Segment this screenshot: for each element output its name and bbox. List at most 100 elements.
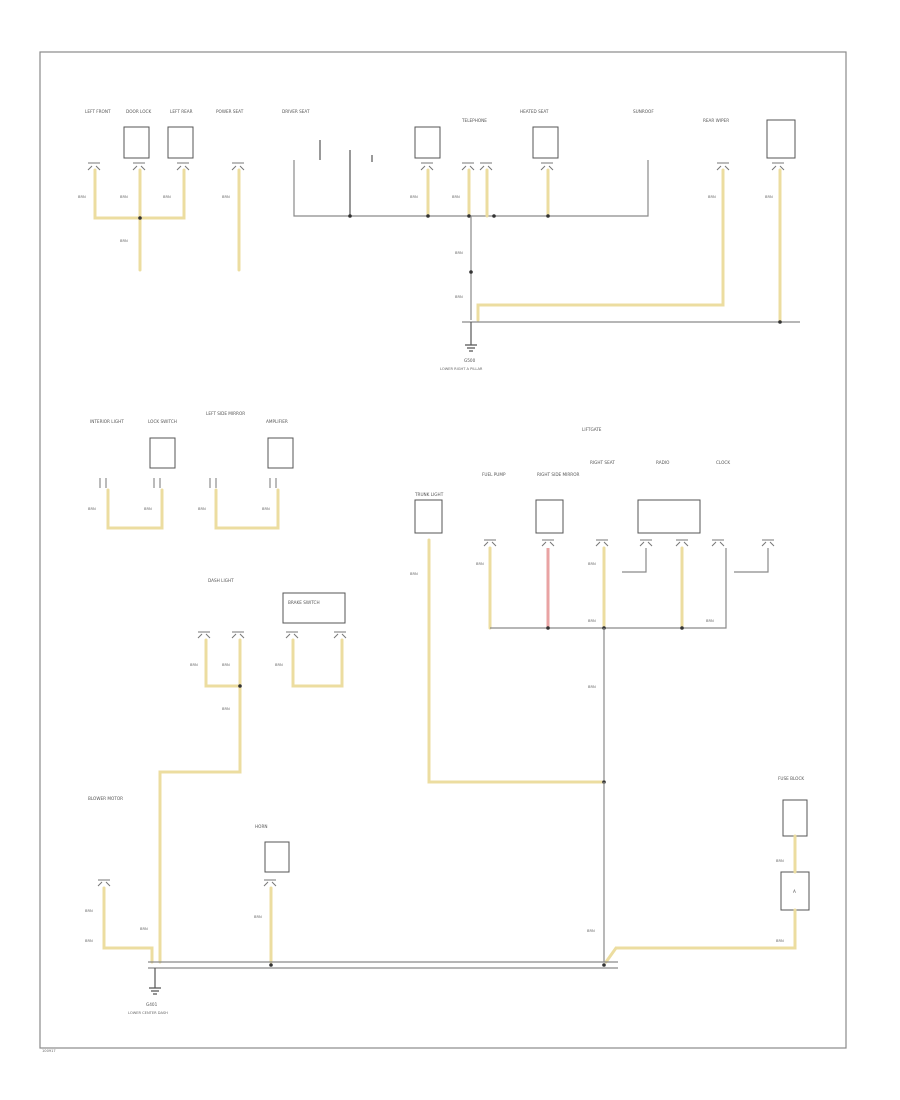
wire-label: BRN [588,562,596,566]
component-label: HORN [255,824,268,829]
wire-label: BRN [455,251,463,255]
wire-label: BRN [140,927,148,931]
wire-label: BRN [120,195,128,199]
component-box [267,437,294,469]
component-label: LOCK SWITCH [148,419,177,424]
wire-label: BRN [587,929,595,933]
component-box [149,437,176,469]
component-label: RIGHT SEAT [590,460,615,465]
wire-label: BRN [85,939,93,943]
lower-middle-connectors [197,631,347,639]
component-label: LEFT SIDE MIRROR [206,411,245,416]
wire-label: BRN [144,507,152,511]
wire-label: BRN [588,619,596,623]
wire-label: BRN [476,562,484,566]
connector-label: A [793,889,796,894]
wire-label: BRN [262,507,270,511]
component-label: DOOR LOCK [126,109,151,114]
component-label: BRAKE SWITCH [288,600,320,605]
wire [622,548,647,573]
page-note: 100917 [42,1049,56,1053]
component-label: TRUNK LIGHT [414,492,444,497]
ground-caption: LOWER RIGHT A PILLAR [440,367,483,371]
wire-label: BRN [163,195,171,199]
wire [604,908,797,964]
component-box [414,126,441,159]
connector-mark [263,879,277,887]
middle-right-connectors [483,539,775,547]
component-box [123,126,150,159]
wire-label: BRN [254,915,262,919]
wire [106,488,164,530]
component-box [532,126,559,159]
component-label: DRIVER SEAT [282,109,310,114]
ground-caption: LOWER CENTER DASH [128,1011,168,1015]
ground-label: G401 [146,1002,158,1007]
component-label: SUNROOF [633,109,654,114]
wire [490,548,727,629]
wire-label: BRN [198,507,206,511]
wire-label: BRN [455,295,463,299]
ground-symbol [465,344,477,352]
wire-label: BRN [88,507,96,511]
component-label: DASH LIGHT [208,578,234,583]
connector-mark [97,879,111,887]
middle-left-connectors [99,478,277,488]
wire-label: BRN [708,195,716,199]
wire [293,160,649,217]
top-component-labels: LEFT FRONT DOOR LOCK LEFT REAR POWER SEA… [85,109,729,123]
wire-label: BRN [706,619,714,623]
component-box [414,499,443,534]
component-label: TELEPHONE [461,118,487,123]
wire-label: BRN [222,195,230,199]
wire [291,638,344,688]
wire-label: BRN [410,572,418,576]
component-label: REAR WIPER [703,118,729,123]
component-label: INTERIOR LIGHT [90,419,124,424]
component-label: HEATED SEAT [520,109,549,114]
component-box [782,799,808,837]
component-label: POWER SEAT [216,109,244,114]
wire [427,538,606,784]
wire-label: BRN [410,195,418,199]
component-label: AMPLIFIER [266,419,288,424]
wire [734,548,769,573]
wire-label: BRN [275,663,283,667]
wire [214,488,280,530]
wire-label: BRN [776,939,784,943]
wire [158,684,242,964]
ground-label: G500 [464,358,476,363]
ground-symbol [149,987,161,995]
component-label: RIGHT SIDE MIRROR [537,472,579,477]
component-label: CLOCK [716,460,730,465]
diagram-frame [39,51,847,1049]
wire-label: BRN [120,239,128,243]
wire-labels: BRN BRN BRN BRN BRN BRN BRN BRN BRN BRN … [78,195,784,943]
component-box [282,592,346,624]
wire-label: BRN [776,859,784,863]
wire-label: BRN [222,663,230,667]
top-connectors [87,162,785,171]
wire-label: BRN [222,707,230,711]
bottom-component-labels: BLOWER MOTOR HORN FUSE BLOCK [88,776,804,829]
component-label: FUSE BLOCK [778,776,804,781]
component-label: FUEL PUMP [482,472,506,477]
wire [204,638,242,688]
component-label: LEFT REAR [170,109,193,114]
component-label: RADIO [656,460,670,465]
group-header: LIFTGATE [582,427,602,432]
component-box [167,126,194,159]
middle-component-labels: INTERIOR LIGHT LOCK SWITCH LEFT SIDE MIR… [90,411,730,497]
component-box [637,499,701,534]
wire-label: BRN [452,195,460,199]
component-box [264,841,290,873]
wire-label: BRN [765,195,773,199]
wire-label: BRN [190,663,198,667]
wire [476,168,725,322]
wire [102,886,154,964]
component-label: LEFT FRONT [85,109,111,114]
wire-label: BRN [78,195,86,199]
wire-label: BRN [85,909,93,913]
component-box [766,119,796,159]
